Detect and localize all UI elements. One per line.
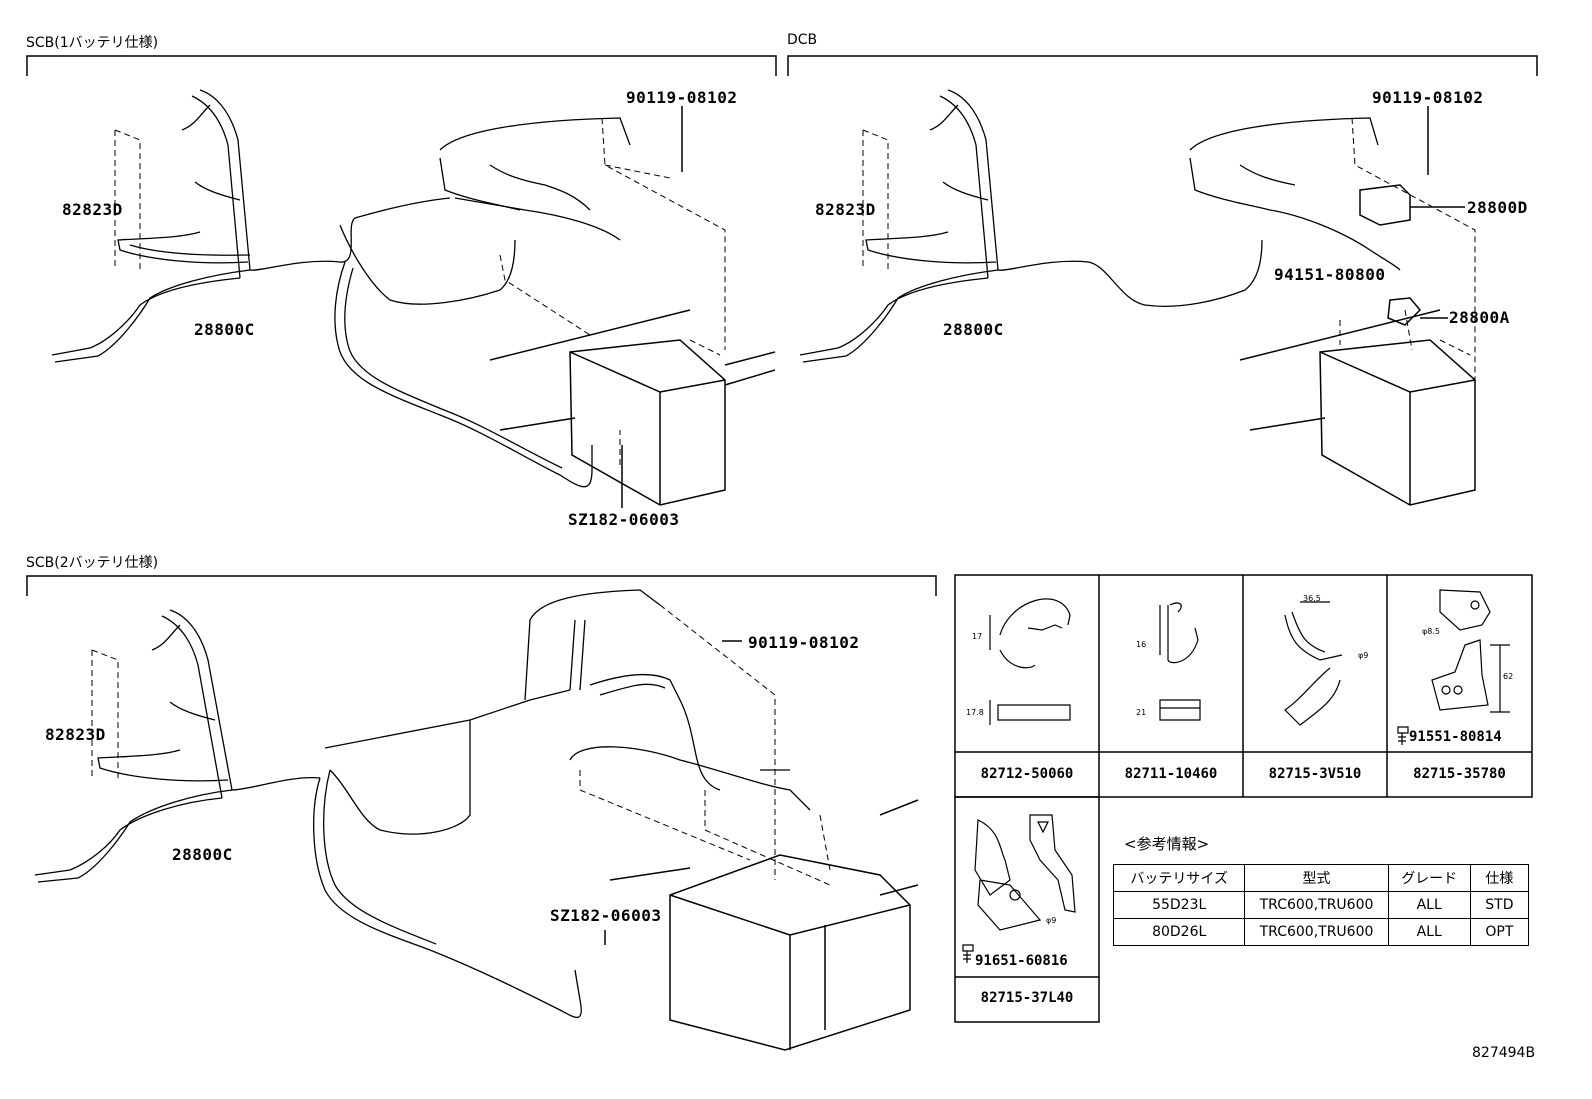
scb1-bolt-label: 90119-08102 <box>626 88 738 107</box>
scb1-battery <box>489 309 776 506</box>
dim-label: 21 <box>1136 708 1147 717</box>
scb1-harness-label: 28800C <box>194 320 255 339</box>
scb2-harness <box>34 589 811 1019</box>
dcb-nut-label: 94151-80800 <box>1274 265 1386 284</box>
clamp-part-number: 82715-3V510 <box>1268 766 1362 782</box>
clamp-part-number: 82711-10460 <box>1124 766 1218 782</box>
cell-grade: ALL <box>1387 918 1471 946</box>
reference-row: 55D23L TRC600,TRU600 ALL STD <box>1112 891 1530 919</box>
screw-icon-b <box>962 944 974 963</box>
dcb-battery <box>1239 309 1476 506</box>
clamp-illustration-1 <box>989 598 1071 725</box>
scb2-bolt-label: 90119-08102 <box>748 633 860 652</box>
section-title-scb2: SCB(2バッテリ仕様) <box>26 555 159 571</box>
dim-label: 17 <box>972 632 983 641</box>
dcb-harness-label: 28800C <box>943 320 1004 339</box>
screw-part-number-b: 91651-60816 <box>975 953 1068 969</box>
header-battery-size: バッテリサイズ <box>1112 864 1246 892</box>
scb2-battery <box>609 799 919 1051</box>
dim-label: φ8.5 <box>1422 627 1440 636</box>
dcb-terminal <box>1387 297 1422 326</box>
reference-table: バッテリサイズ 型式 グレード 仕様 55D23L TRC600,TRU600 … <box>1112 864 1530 946</box>
clamp-illustration-5 <box>974 814 1076 931</box>
scb1-nut-label: SZ182-06003 <box>568 510 680 529</box>
bracket-scb1 <box>26 55 777 76</box>
dim-label: 17.8 <box>966 708 984 717</box>
clamp-part-number: 82715-37L40 <box>980 990 1074 1006</box>
section-title-scb1: SCB(1バッテリ仕様) <box>26 35 159 51</box>
reference-header-row: バッテリサイズ 型式 グレード 仕様 <box>1112 864 1530 892</box>
dcb-bolt-label: 90119-08102 <box>1372 88 1484 107</box>
bracket-scb2 <box>26 575 937 596</box>
dcb-harness <box>799 89 1401 363</box>
scb2-harness-label: 28800C <box>172 845 233 864</box>
scb2-clamp-label: 82823D <box>45 725 106 744</box>
dcb-cover-label: 28800D <box>1467 198 1528 217</box>
clamp-illustration-3 <box>1284 601 1343 726</box>
cell-spec: STD <box>1469 891 1530 919</box>
screw-part-number-a: 91551-80814 <box>1409 729 1502 745</box>
clamp-illustration-2 <box>1159 602 1201 721</box>
scb1-clamp-label: 82823D <box>62 200 123 219</box>
dim-label: 16 <box>1136 640 1147 649</box>
illustration-id: 827494B <box>1472 1045 1536 1061</box>
cell-grade: ALL <box>1387 891 1471 919</box>
dim-label: 36.5 <box>1303 594 1321 603</box>
dim-label: φ9 <box>1358 651 1369 660</box>
clamp-illustration-4 <box>1431 589 1510 713</box>
cell-model: TRC600,TRU600 <box>1244 891 1389 919</box>
cell-battery-size: 80D26L <box>1112 918 1246 946</box>
dim-label: φ9 <box>1046 916 1057 925</box>
dim-label: 62 <box>1503 672 1514 681</box>
header-spec: 仕様 <box>1469 864 1530 892</box>
screw-icon-a <box>1397 726 1409 745</box>
section-title-dcb: DCB <box>787 32 818 48</box>
scb1-harness <box>51 89 631 488</box>
header-grade: グレード <box>1387 864 1471 892</box>
bracket-dcb <box>787 55 1538 76</box>
cell-model: TRC600,TRU600 <box>1244 918 1389 946</box>
clamp-part-number: 82712-50060 <box>980 766 1074 782</box>
cell-battery-size: 55D23L <box>1112 891 1246 919</box>
header-model: 型式 <box>1244 864 1389 892</box>
clamp-part-number: 82715-35780 <box>1413 766 1506 782</box>
scb2-nut-label: SZ182-06003 <box>550 906 662 925</box>
clamp-grid-lines <box>954 574 1533 1023</box>
reference-caption: <参考情報> <box>1124 835 1210 853</box>
cell-spec: OPT <box>1469 918 1530 946</box>
dcb-clamp-label: 82823D <box>815 200 876 219</box>
dcb-cover <box>1359 184 1411 226</box>
reference-row: 80D26L TRC600,TRU600 ALL OPT <box>1112 918 1530 946</box>
dcb-terminal-label: 28800A <box>1449 308 1510 327</box>
